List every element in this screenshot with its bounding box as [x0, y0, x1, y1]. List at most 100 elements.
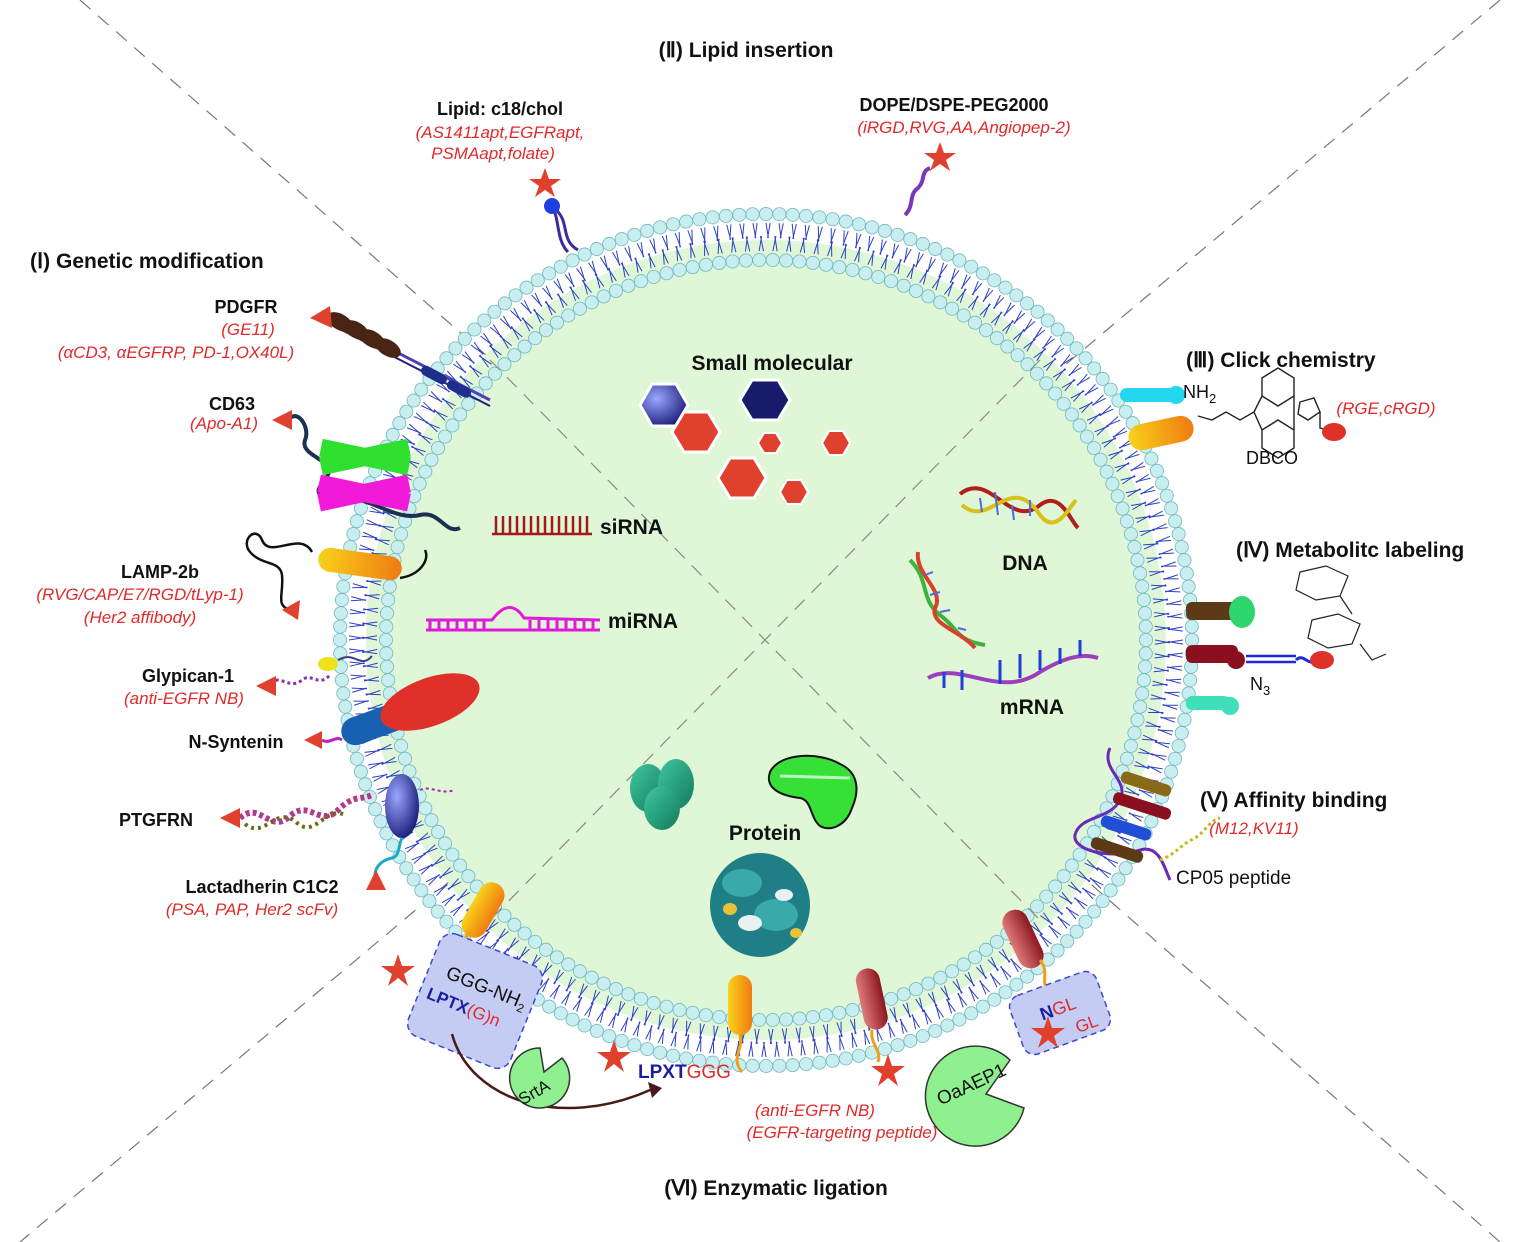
lactadherin-construct: [366, 837, 404, 890]
star-icon-dope: [924, 142, 956, 171]
section-lipid-insertion: (Ⅱ) Lipid insertion: [659, 39, 834, 62]
ptgfrn-domain: [385, 774, 419, 838]
lamp2b-ligands-2: (Her2 affibody): [84, 608, 196, 627]
protein-structure: [710, 853, 810, 957]
click-chemistry-construct: [1120, 367, 1346, 459]
mirna-icon: [426, 606, 601, 632]
cd63-ligands: (Apo-A1): [190, 414, 258, 433]
star-icon-srta: [381, 954, 415, 986]
c18-lipid-anchor: [529, 168, 579, 254]
cd63-construct: [272, 410, 461, 532]
lipid-c18-ligands-2: PSMAapt,folate): [431, 144, 555, 163]
lamp2b-construct: [245, 532, 428, 620]
section-genetic-modification: (Ⅰ) Genetic modification: [30, 250, 264, 273]
anchor-protein-oaaep1-1: [855, 968, 888, 1030]
anchor-protein-lpxt: [728, 975, 752, 1035]
lamp2b-domain: [318, 547, 402, 581]
ptgfrn-label: PTGFRN: [119, 810, 193, 830]
click-anchor-protein: [1128, 415, 1194, 451]
metabolic-construct: [1186, 565, 1387, 715]
section-metabolic-labeling: (Ⅳ) Metabolitc labeling: [1236, 539, 1464, 562]
glypican-ligands: (anti-EGFR NB): [124, 689, 244, 708]
oaaep1-enzyme-icon: [924, 1045, 1025, 1147]
dna-label: DNA: [1002, 552, 1048, 575]
triangle-icon-ptgfrn: [220, 808, 240, 828]
section-affinity-binding: (Ⅴ) Affinity binding: [1200, 789, 1387, 812]
small-molecule-cargo: [638, 378, 852, 505]
lipid-c18-label: Lipid: c18/chol: [437, 99, 563, 119]
glypican-label: Glypican-1: [142, 666, 234, 686]
anchor-protein-oaaep1-2: [1002, 909, 1044, 969]
hexagon-red-2: [756, 432, 784, 454]
pdgfr-ligands-2: (αCD3, αEGFRP, PD-1,OX40L): [58, 343, 294, 362]
hexagon-red-3: [820, 430, 852, 456]
syntenin-construct: [304, 673, 480, 749]
click-ligands: (RGE,cRGD): [1336, 399, 1435, 418]
enzymatic-ligands-1: (anti-EGFR NB): [755, 1101, 875, 1120]
mrna-label: mRNA: [1000, 696, 1064, 719]
pdgfr-ligands-1: (GE11): [221, 320, 275, 339]
hexagon-red-4: [716, 456, 768, 500]
ligand-oval-click: [1322, 423, 1346, 441]
dope-peg-anchor: [903, 142, 956, 217]
small-molecular-label: Small molecular: [691, 352, 852, 375]
section-enzymatic-ligation: (Ⅵ) Enzymatic ligation: [664, 1177, 888, 1200]
star-icon-ngl: [1031, 1016, 1065, 1048]
lamp2b-ligands-1: (RVG/CAP/E7/RGD/tLyp-1): [36, 585, 243, 604]
lpxt-ggg-label: LPXTGGG: [638, 1062, 731, 1083]
enzymatic-ligands-2: (EGFR-targeting peptide): [747, 1123, 938, 1142]
srta-ligation: [381, 882, 662, 1110]
triangle-icon-lamp2b: [282, 600, 300, 620]
inner-quadrant-lines: [489, 359, 1041, 921]
sirna-icon: [492, 516, 592, 536]
triangle-icon-syntenin: [304, 731, 322, 749]
lactadherin-ligands: (PSA, PAP, Her2 scFv): [166, 900, 338, 919]
ligand-oval-metabolic: [1310, 651, 1334, 669]
dna-icon: [908, 486, 1080, 650]
pdgfr-label: PDGFR: [215, 297, 278, 317]
metabolic-receptor-2: [1186, 645, 1238, 663]
triangle-icon-glypican: [256, 676, 276, 696]
syntenin-label: N-Syntenin: [188, 732, 283, 752]
lipid-c18-ligands-1: (AS1411apt,EGFRapt,: [416, 123, 585, 142]
ngl-box: [1008, 970, 1112, 1056]
lamp2b-label: LAMP-2b: [121, 562, 199, 582]
dope-label: DOPE/DSPE-PEG2000: [859, 95, 1048, 115]
mrna-icon: [927, 640, 1099, 690]
dope-ligands: (iRGD,RVG,AA,Angiopep-2): [857, 118, 1070, 137]
triangle-icon-pdgfr: [310, 306, 332, 328]
n3-label: N3: [1250, 674, 1270, 698]
ptgfrn-construct: [220, 774, 456, 838]
triangle-icon-lactadherin: [366, 870, 386, 890]
cd63-label: CD63: [209, 394, 255, 414]
protein-label: Protein: [729, 822, 801, 845]
metabolic-receptor-3: [1186, 696, 1230, 710]
mirna-label: miRNA: [608, 610, 678, 633]
oaaep1-ligation: [855, 909, 1112, 1147]
triangle-icon-cd63: [272, 410, 292, 430]
srta-enzyme-icon: [508, 1047, 571, 1109]
cp05-label: CP05 peptide: [1176, 868, 1291, 889]
affinity-ligands: (M12,KV11): [1209, 819, 1298, 838]
sirna-label: siRNA: [600, 516, 663, 539]
anchor-protein-srta: [461, 882, 505, 938]
hexagon-blue-1: [638, 382, 690, 428]
sugar-structure-icon: [1295, 565, 1387, 661]
star-icon-c18: [529, 168, 561, 197]
glypican-construct: [256, 655, 373, 696]
ggg-lptx-box: [406, 932, 544, 1070]
nh2-label: NH2: [1183, 382, 1216, 406]
syntenin-domain-red: [380, 673, 480, 731]
metabolic-receptor-1: [1186, 602, 1238, 620]
protein-channel: [767, 754, 858, 830]
lactadherin-label: Lactadherin C1C2: [185, 877, 338, 897]
star-icon-oaaep1: [871, 1054, 905, 1086]
pdgfr-construct: [310, 306, 491, 407]
dbco-structure-icon: [1197, 367, 1335, 459]
protein-blob-3: [644, 786, 680, 830]
star-icon-lpxt: [597, 1040, 631, 1072]
hexagon-red-5: [778, 479, 810, 505]
vesicle-lumen: [366, 240, 1166, 1040]
lpxt-product: [597, 975, 752, 1073]
